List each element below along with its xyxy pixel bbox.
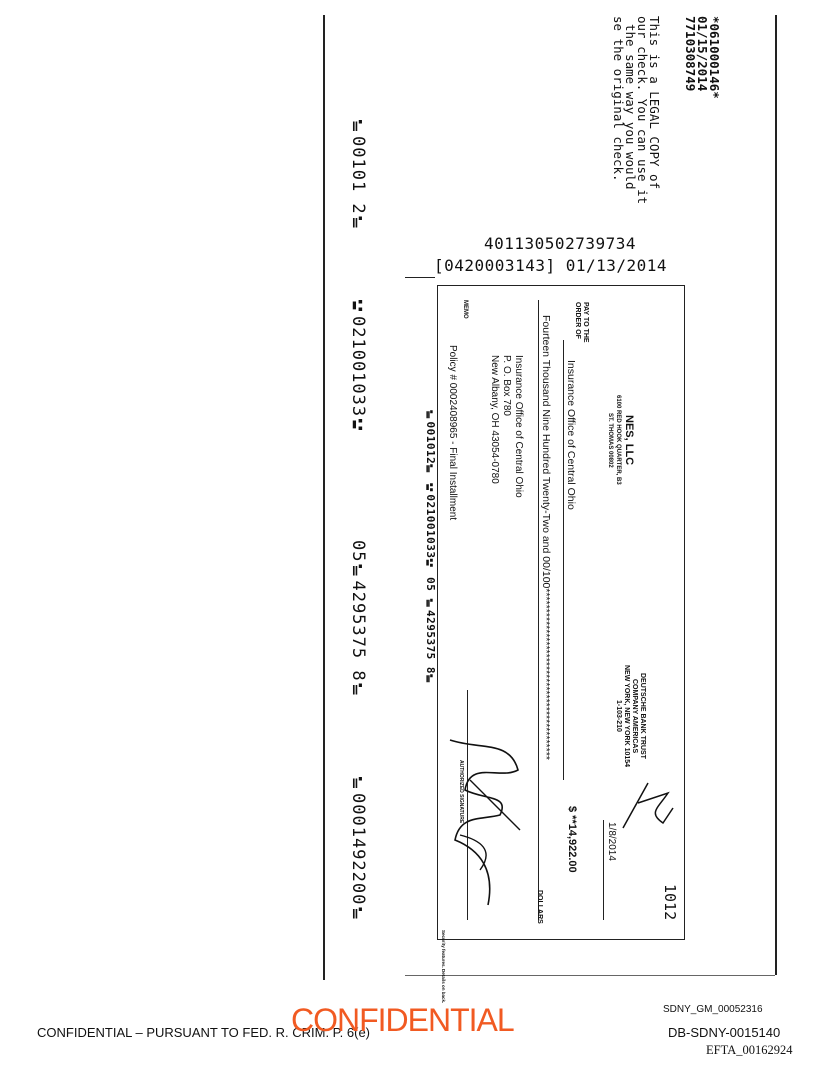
legal-copy-line: our check. You can use it (635, 16, 650, 205)
check-image (437, 285, 685, 940)
bates-top: SDNY_GM_00052316 (663, 1004, 763, 1015)
signature-stroke (449, 739, 519, 906)
payer-address-1: 6100 RED HOOK QUARTER, B3 (615, 395, 621, 485)
check-date: 1/8/2014 (606, 822, 617, 861)
micr-inner: ⑈001012⑈ ⑆021001033⑆ 05 ⑈4295375 8⑈ (424, 410, 437, 686)
capture-underline (405, 277, 435, 278)
date-line (603, 820, 604, 920)
security-note: Security features. Details on back. (441, 930, 446, 1004)
scan-frame-left (323, 15, 325, 980)
signature-line (467, 690, 468, 920)
legal-copy-line: the same way you would (623, 24, 638, 190)
legal-copy-line: This is a LEGAL COPY of (647, 16, 662, 190)
address-line: New Albany, OH 43054-0780 (489, 355, 500, 484)
legal-copy-line: se the original check. (611, 16, 626, 182)
capture-line-1: 401130502739734 (484, 234, 636, 253)
confidential-stamp: CONFIDENTIAL (291, 1002, 515, 1038)
amount-line (538, 300, 539, 920)
micr-amount: ⑈0001492200⑈ (348, 775, 368, 924)
bank-name-2: COMPANY AMERICAS (631, 678, 638, 754)
signature-label: AUTHORIZED SIGNATURE (458, 760, 464, 824)
scan-frame-bottom (405, 975, 775, 976)
bank-name: DEUTSCHE BANK TRUST (639, 673, 646, 759)
pay-to-label: PAY TO THE ORDER OF (573, 302, 589, 343)
check-number: 1012 (661, 884, 679, 921)
dollars-label: DOLLARS (536, 890, 543, 924)
bank-routing-fraction: 1-103-210 (615, 700, 622, 732)
micr-check-number: ⑈00101 2⑈ (348, 118, 368, 233)
payer-address-2: ST. THOMAS 00802 (607, 412, 613, 468)
signature-image (449, 739, 521, 906)
memo-text: Policy # 0002408965 - Final Installment (447, 345, 458, 521)
capture-line-2: [0420003143] 01/13/2014 (434, 256, 668, 275)
bank-address: NEW YORK, NEW YORK 10154 (623, 665, 630, 768)
initials-stroke (622, 782, 674, 829)
payer-name: NES, LLC (623, 414, 635, 465)
signature-stroke (459, 779, 521, 871)
amount-box: $ **14,922.00 (566, 806, 578, 873)
stamp-number: 7710308749 (683, 16, 698, 92)
bates-db: DB-SDNY-0015140 (668, 1025, 781, 1040)
micr-routing: ⑆021001033⑆ (348, 298, 368, 436)
pay-to-label-1: PAY TO THE (582, 302, 589, 343)
payer-info: NES, LLC 6100 RED HOOK QUARTER, B3 ST. T… (606, 395, 635, 485)
memo-label: MEMO (462, 300, 468, 319)
micr-account: 05⑈4295375 8⑈ (348, 540, 368, 700)
amount-words: Fourteen Thousand Nine Hundred Twenty-Tw… (540, 315, 552, 760)
initials-image (622, 782, 674, 829)
stamp-code: *061000146* (707, 16, 722, 99)
bank-info: DEUTSCHE BANK TRUST COMPANY AMERICAS NEW… (614, 665, 646, 767)
address-line: Insurance Office of Central Ohio (513, 355, 524, 498)
stamp-block: *061000146* 01/15/2014 7710308749 This i… (611, 16, 722, 205)
address-line: P. O. Box 780 (501, 355, 512, 416)
pay-to-label-2: ORDER OF (574, 302, 581, 339)
confidential-notice: CONFIDENTIAL – PURSUANT TO FED. R. CRIM.… (37, 1025, 371, 1040)
efta-number: EFTA_00162924 (706, 1043, 793, 1057)
scan-frame-right (775, 15, 777, 975)
payee-line (563, 340, 564, 780)
payee-address: Insurance Office of Central Ohio P. O. B… (488, 355, 524, 498)
payee-name: Insurance Office of Central Ohio (565, 360, 577, 510)
stamp-date: 01/15/2014 (695, 16, 710, 92)
